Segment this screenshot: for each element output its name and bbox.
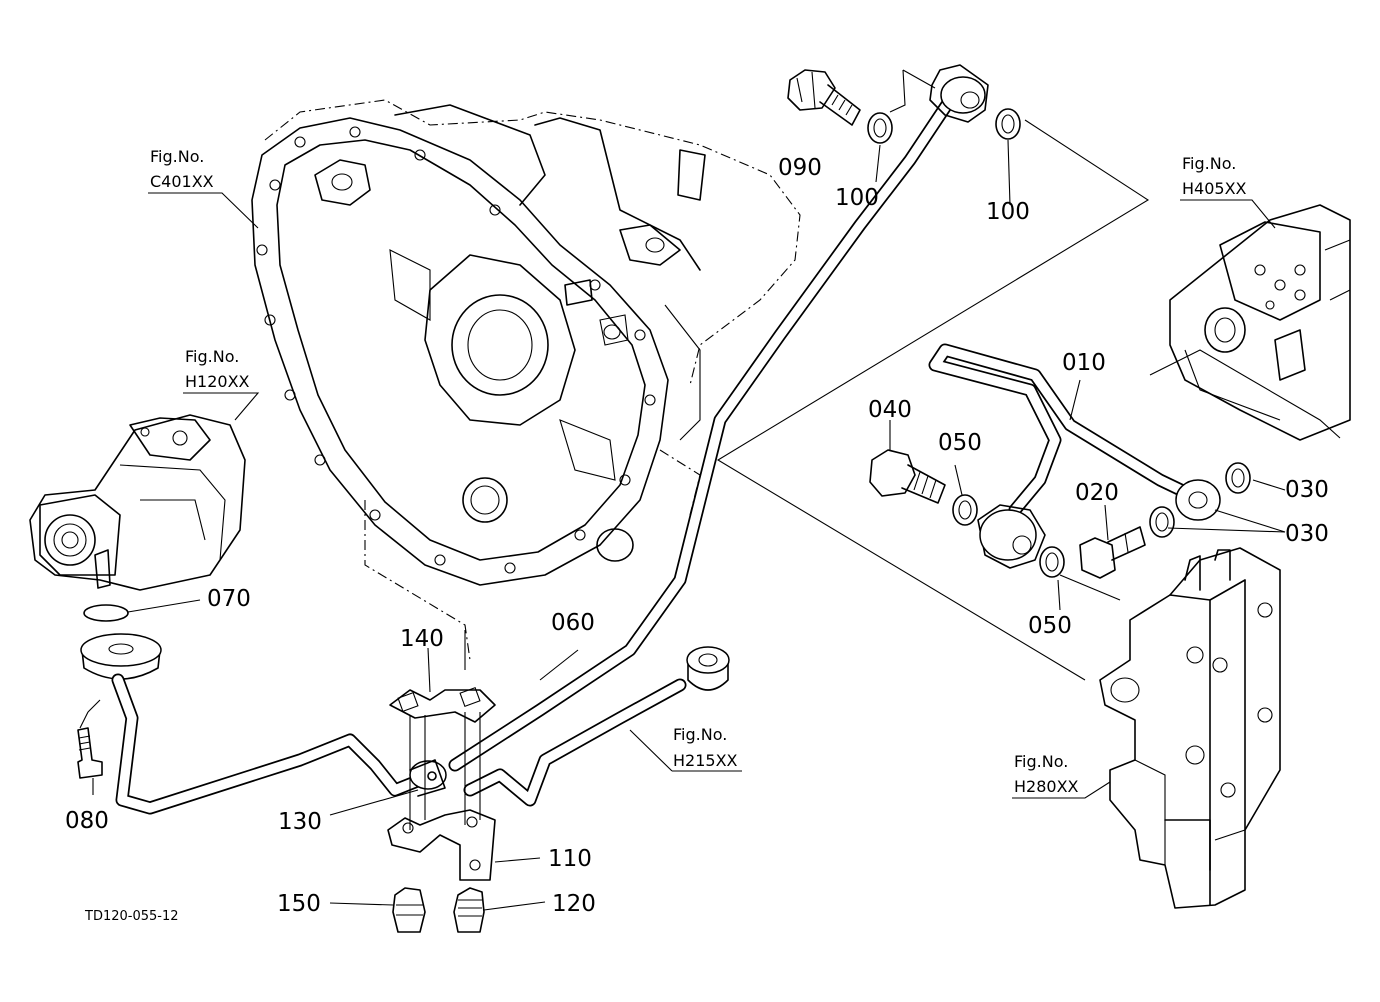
label-120: 120 — [552, 891, 596, 917]
fig-h280-label: Fig.No. — [1014, 752, 1068, 771]
label-050b: 050 — [1028, 613, 1072, 639]
label-030a: 030 — [1285, 477, 1329, 503]
plug-020 — [1079, 526, 1146, 579]
hydraulic-pump — [29, 414, 246, 591]
fig-h120-label: Fig.No. — [185, 347, 239, 366]
fig-h215-code: H215XX — [673, 751, 738, 770]
fig-h280-code: H280XX — [1014, 777, 1079, 796]
banjo-eye-060 — [929, 64, 989, 123]
pipes — [111, 93, 1192, 815]
washer-050a — [952, 494, 978, 526]
drawing-reference: TD120-055-12 — [84, 909, 179, 924]
pipe-flange-block — [80, 633, 162, 680]
fig-h405-code: H405XX — [1182, 179, 1247, 198]
label-100b: 100 — [986, 199, 1030, 225]
label-080: 080 — [65, 808, 109, 834]
leader-lines — [92, 119, 1286, 911]
fig-h405-label: Fig.No. — [1182, 154, 1236, 173]
o-ring-070 — [83, 604, 129, 622]
label-040: 040 — [868, 397, 912, 423]
fig-h215-label: Fig.No. — [673, 725, 727, 744]
label-070: 070 — [207, 586, 251, 612]
washer-030a — [1225, 462, 1251, 494]
label-130: 130 — [278, 809, 322, 835]
banjo-eye-h215 — [686, 646, 730, 691]
label-110: 110 — [548, 846, 592, 872]
banjo-bolt-040 — [869, 449, 946, 504]
fig-c401-label: Fig.No. — [150, 147, 204, 166]
valve-body-h280 — [1099, 547, 1281, 909]
label-030b: 030 — [1285, 521, 1329, 547]
part-number-labels: 010 020 030 030 040 050 050 060 070 080 … — [65, 155, 1329, 917]
transmission-housing — [251, 99, 801, 661]
label-090: 090 — [778, 155, 822, 181]
washer-050b — [1039, 546, 1065, 578]
control-valve-h405 — [1149, 204, 1351, 441]
figure-reference-labels: Fig.No. C401XX Fig.No. H120XX Fig.No. H4… — [150, 147, 1247, 796]
banjo-eye-010-upper — [1175, 479, 1221, 521]
washer-100b — [995, 108, 1021, 140]
banjo-bolt-090 — [787, 69, 861, 126]
label-060: 060 — [551, 610, 595, 636]
fig-h120-code: H120XX — [185, 372, 250, 391]
label-020: 020 — [1075, 480, 1119, 506]
label-150: 150 — [277, 891, 321, 917]
washer-100a — [867, 112, 893, 144]
washer-030b — [1149, 506, 1175, 538]
banjo-eye-010-lower — [977, 504, 1046, 569]
label-100a: 100 — [835, 185, 879, 211]
fig-c401-code: C401XX — [150, 172, 214, 191]
label-010: 010 — [1062, 350, 1106, 376]
clamp-assembly — [77, 686, 496, 933]
label-140: 140 — [400, 626, 444, 652]
label-050a: 050 — [938, 430, 982, 456]
